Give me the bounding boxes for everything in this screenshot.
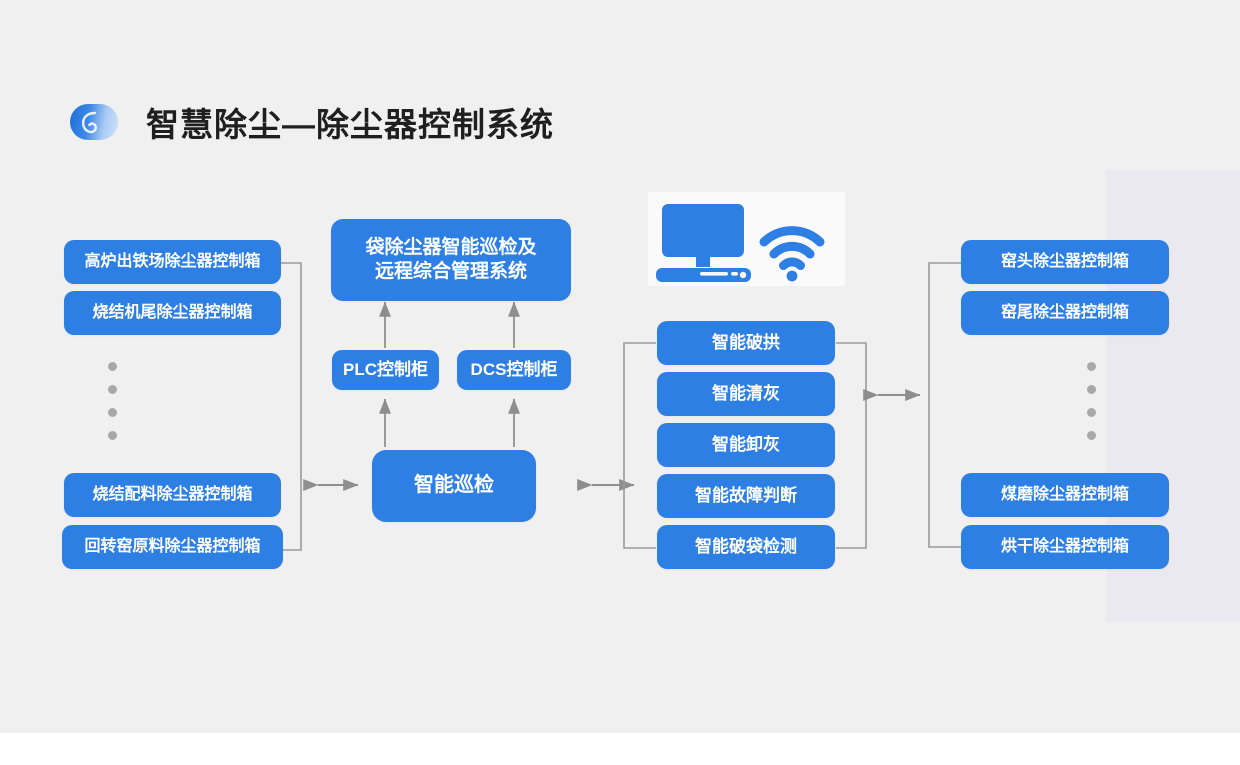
swirl-logo-icon (70, 104, 118, 140)
desktop-computer-icon (656, 204, 751, 282)
remote-management-system-line2: 远程综合管理系统 (374, 261, 527, 282)
dcs-cabinet-box[interactable]: DCS控制柜 (457, 350, 571, 390)
right-control-box-2-label: 窑尾除尘器控制箱 (1000, 303, 1129, 321)
diagram-canvas: 智慧除尘—除尘器控制系统 (0, 0, 1240, 733)
dcs-cabinet-label: DCS控制柜 (470, 360, 558, 380)
function-box-1[interactable]: 智能破拱 (657, 321, 835, 365)
function-box-2-label: 智能清灰 (712, 384, 780, 404)
right-control-box-3-label: 煤磨除尘器控制箱 (1000, 485, 1129, 503)
left-control-box-2-label: 烧结机尾除尘器控制箱 (92, 303, 253, 321)
left-control-box-4-label: 回转窑原料除尘器控制箱 (84, 537, 261, 555)
left-control-box-3[interactable]: 烧结配料除尘器控制箱 (64, 473, 281, 517)
left-control-box-4[interactable]: 回转窑原料除尘器控制箱 (62, 525, 283, 569)
smart-inspection-hub-box[interactable]: 智能巡检 (372, 450, 536, 522)
left-ellipsis-dots (108, 362, 117, 440)
function-box-4[interactable]: 智能故障判断 (657, 474, 835, 518)
right-control-box-4[interactable]: 烘干除尘器控制箱 (961, 525, 1169, 569)
left-control-box-1-label: 高炉出铁场除尘器控制箱 (84, 252, 261, 270)
right-control-box-3[interactable]: 煤磨除尘器控制箱 (961, 473, 1169, 517)
wifi-signal-icon (759, 226, 825, 282)
page-header: 智慧除尘—除尘器控制系统 (70, 98, 554, 146)
function-box-2[interactable]: 智能清灰 (657, 372, 835, 416)
left-control-box-3-label: 烧结配料除尘器控制箱 (92, 485, 253, 503)
function-box-5[interactable]: 智能破袋检测 (657, 525, 835, 569)
bottom-white-strip (0, 733, 1240, 765)
right-control-box-1-label: 窑头除尘器控制箱 (1000, 252, 1129, 270)
left-control-box-2[interactable]: 烧结机尾除尘器控制箱 (64, 291, 281, 335)
page-title: 智慧除尘—除尘器控制系统 (146, 106, 554, 143)
right-control-box-4-label: 烘干除尘器控制箱 (1000, 537, 1129, 555)
function-box-3[interactable]: 智能卸灰 (657, 423, 835, 467)
right-ellipsis-dots (1087, 362, 1096, 440)
left-control-box-1[interactable]: 高炉出铁场除尘器控制箱 (64, 240, 281, 284)
function-box-4-label: 智能故障判断 (695, 486, 797, 506)
plc-cabinet-box[interactable]: PLC控制柜 (332, 350, 439, 390)
right-control-box-1[interactable]: 窑头除尘器控制箱 (961, 240, 1169, 284)
remote-management-system-line1: 袋除尘器智能巡检及 (365, 236, 537, 258)
smart-inspection-hub-label: 智能巡检 (414, 474, 494, 497)
plc-cabinet-label: PLC控制柜 (343, 360, 428, 380)
function-box-3-label: 智能卸灰 (712, 435, 780, 455)
remote-management-system-box[interactable]: 袋除尘器智能巡检及 远程综合管理系统 (331, 219, 571, 301)
right-control-box-2[interactable]: 窑尾除尘器控制箱 (961, 291, 1169, 335)
function-box-5-label: 智能破袋检测 (695, 537, 797, 557)
computer-wifi-illustration (648, 192, 845, 286)
function-box-1-label: 智能破拱 (712, 333, 780, 353)
